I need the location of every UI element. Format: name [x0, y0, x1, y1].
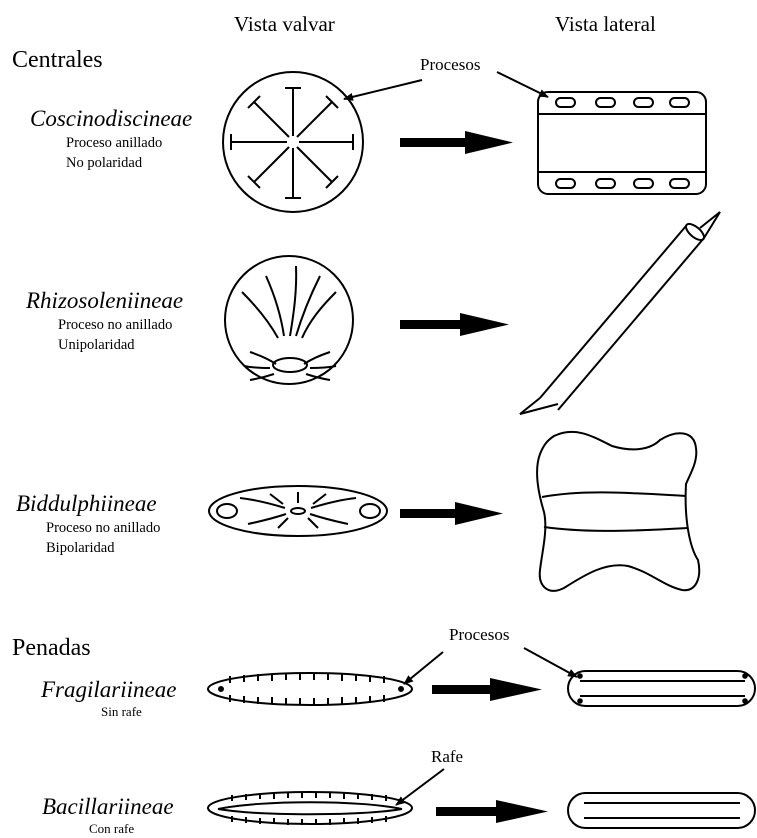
bacillariineae-valve: [208, 792, 412, 825]
arrow-row-2: [400, 313, 509, 336]
rhizosoleniineae-lateral: [520, 212, 720, 414]
arrow-row-1: [400, 131, 513, 154]
fragilariineae-valve: [208, 673, 412, 705]
arrow-row-3: [400, 502, 503, 525]
coscinodiscineae-valve: [223, 72, 363, 212]
arrow-row-4: [432, 678, 542, 701]
transition-arrows: [400, 131, 548, 823]
coscinodiscineae-lateral: [538, 92, 706, 194]
fragilariineae-lateral: [568, 671, 755, 706]
bacillariineae-lateral: [568, 793, 755, 828]
biddulphiineae-lateral: [537, 432, 699, 591]
rhizosoleniineae-valve: [225, 256, 353, 384]
arrow-row-5: [436, 800, 548, 823]
biddulphiineae-valve: [209, 486, 387, 536]
